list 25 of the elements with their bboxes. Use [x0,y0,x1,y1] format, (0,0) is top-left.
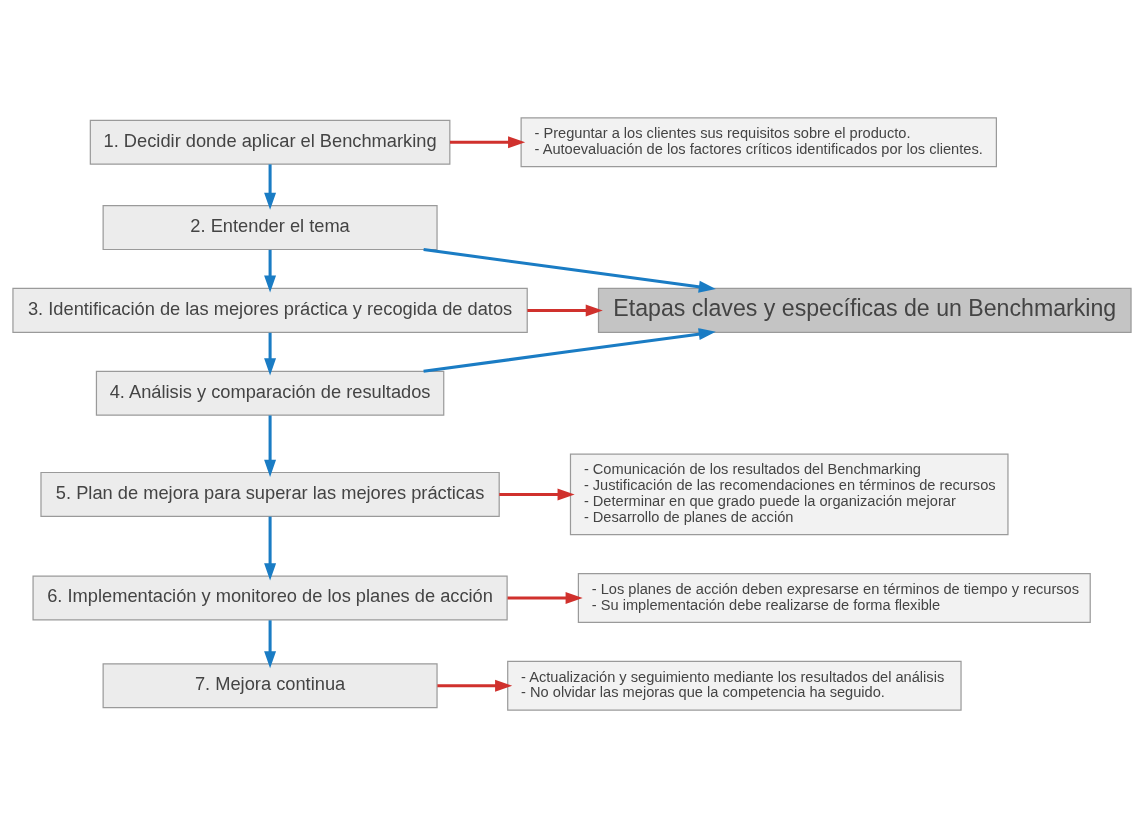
node-box: - Comunicación de los resultados del Benchmarking - Justificación de las recomendaciones en términos de recursos - Determinar en que grado puede la organización mejorar - Desarrollo de planes de acción [569,453,1009,536]
arrow [527,304,603,317]
arrow [423,328,716,373]
node-box: Etapas claves y específicas de un Benchmarking [597,287,1132,333]
node-box: 7. Mejora continua [102,663,438,709]
arrow [264,164,277,210]
arrow [264,415,277,477]
arrow [507,592,583,604]
arrow [450,136,526,149]
node-box: - Los planes de acción deben expresarse en términos de tiempo y recursos - Su implementación debe realizarse de forma flexible [577,573,1091,623]
arrow [264,332,277,376]
node-box: 5. Plan de mejora para superar las mejores prácticas [40,471,500,517]
arrow [437,679,513,692]
arrow [499,488,575,501]
arrow [264,249,277,293]
node-box: - Preguntar a los clientes sus requisitos sobre el producto. - Autoevaluación de los factores críticos identificados por los clientes. [520,117,997,168]
node-box: 6. Implementación y monitoreo de los planes de acción [32,575,508,621]
node-box: 3. Identificación de las mejores práctica y recogida de datos [12,287,528,333]
arrow [423,248,716,293]
node-box: 4. Análisis y comparación de resultados [95,370,445,416]
node-box: - Actualización y seguimiento mediante los resultados del análisis - No olvidar las mejoras que la competencia ha seguido. [507,660,962,711]
arrow [264,620,277,669]
node-box: 1. Decidir donde aplicar el Benchmarking [89,119,451,165]
arrow [264,516,277,581]
node-box: 2. Entender el tema [102,205,438,251]
